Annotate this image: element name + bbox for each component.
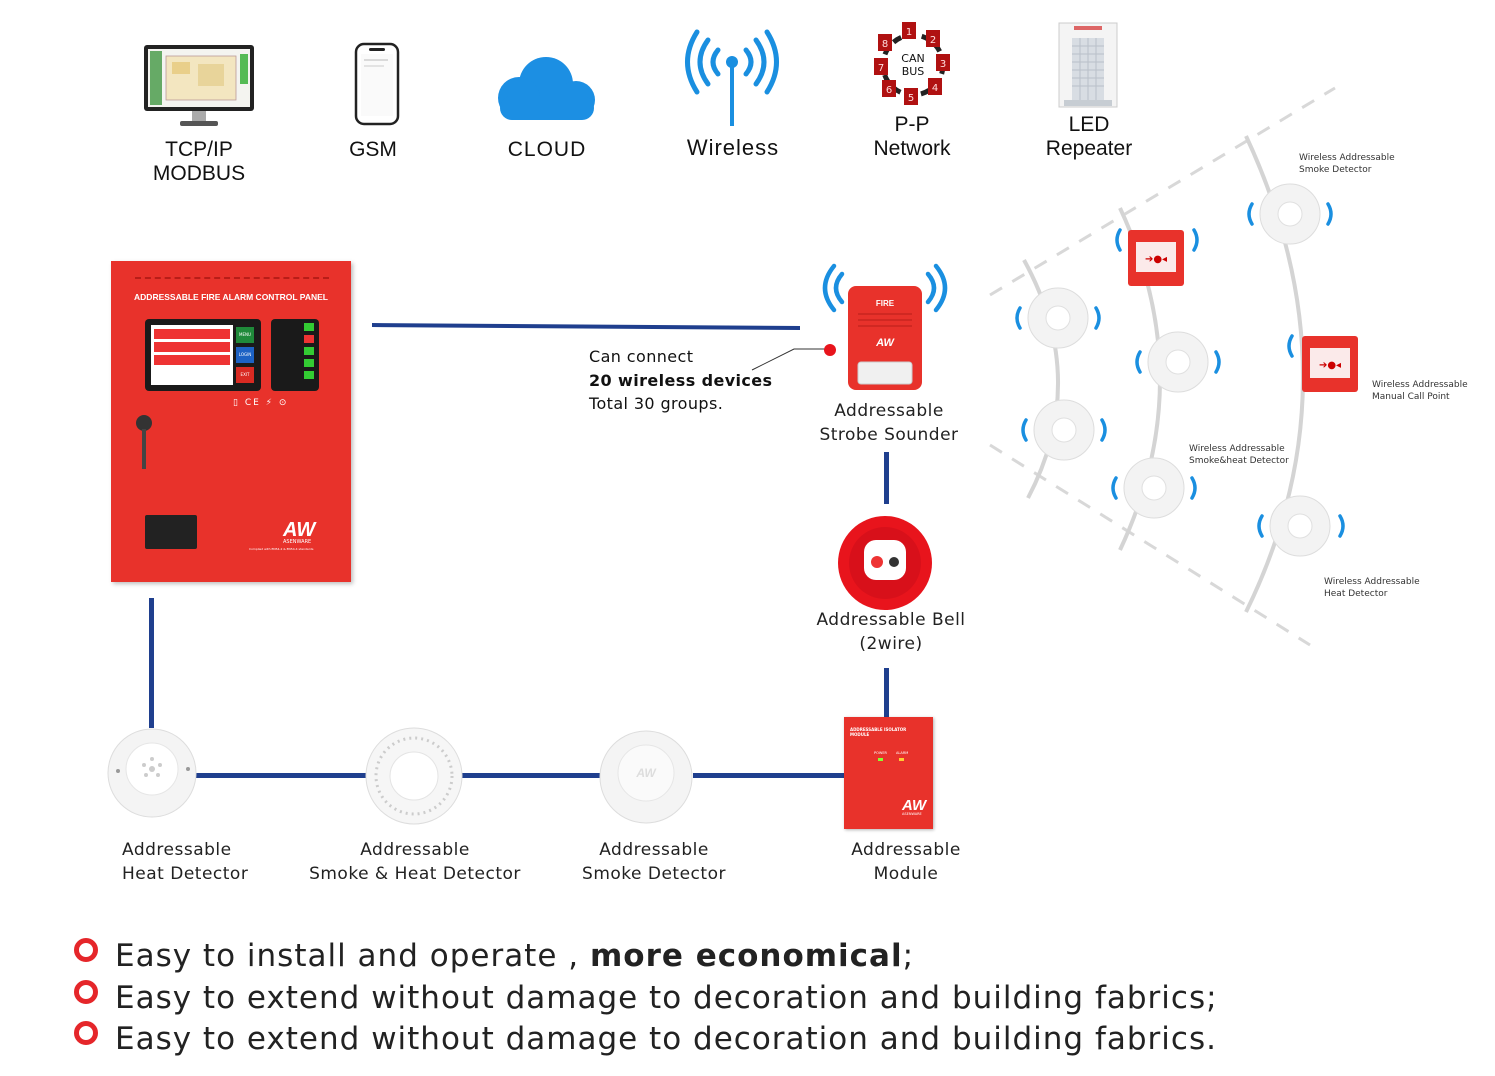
can-node-7: 7 — [878, 63, 884, 74]
svg-text:FIRE: FIRE — [876, 299, 895, 308]
cloud-icon — [498, 57, 595, 120]
bullet-ring-icon — [74, 980, 98, 1004]
svg-text:AW: AW — [635, 766, 657, 780]
heat-detector-icon — [107, 728, 197, 818]
bullet-item-3: Easy to extend without damage to decorat… — [74, 1021, 1217, 1057]
can-bus-line1: CAN — [901, 52, 924, 65]
panel-keypad — [271, 319, 319, 391]
phone-icon — [354, 42, 400, 126]
panel-loop-wire — [149, 598, 154, 728]
panel-display: MENU LOGIN EXIT — [145, 319, 261, 391]
isolator-module-icon: ADDRESSABLE ISOLATOR MODULE POWER ALARM … — [844, 717, 933, 829]
can-node-6: 6 — [886, 85, 892, 96]
gsm-label: GSM — [349, 138, 397, 161]
can-node-4: 4 — [932, 83, 938, 94]
bell-icon — [838, 516, 932, 610]
cert-marks: ▯ CE ⚡ ⊙ — [233, 398, 289, 408]
bullet-item-1: Easy to install and operate , more econo… — [74, 938, 914, 974]
can-bus-line2: BUS — [902, 65, 925, 78]
panel-title: ADDRESSABLE FIRE ALARM CONTROL PANEL — [134, 292, 328, 302]
can-bus-icon: 1 2 3 4 5 6 7 8 CAN BUS — [874, 22, 950, 105]
panel-printer — [145, 515, 197, 549]
smoke-detector-icon: AW — [599, 730, 693, 824]
wireless-capacity-callout: Can connect 20 wireless devices Total 30… — [589, 347, 773, 413]
svg-text:AW: AW — [875, 337, 895, 349]
bullet-item-2: Easy to extend without damage to decorat… — [74, 980, 1218, 1016]
wireless-link-line — [371, 323, 801, 330]
exit-button[interactable]: EXIT — [236, 367, 254, 383]
can-node-8: 8 — [882, 39, 888, 50]
smoke-heat-detector-icon — [365, 727, 463, 825]
loop-wire-3 — [693, 773, 845, 778]
panel-compliance: Complied with EN54-2 & EN54-4 standards — [249, 547, 314, 551]
wireless-device-cluster: ➔●◂ ➔●◂ — [989, 86, 1358, 647]
bell-module-wire — [884, 668, 889, 718]
svg-text:➔●◂: ➔●◂ — [1319, 360, 1341, 371]
login-button[interactable]: LOGIN — [236, 347, 254, 363]
can-node-3: 3 — [940, 59, 946, 70]
svg-text:➔●◂: ➔●◂ — [1145, 254, 1167, 265]
panel-brand: ASENWARE — [283, 539, 312, 545]
loop-wire-1 — [196, 773, 366, 778]
building-icon — [1058, 22, 1118, 108]
key-icon — [136, 415, 152, 469]
can-node-1: 1 — [906, 27, 912, 38]
bullet-ring-icon — [74, 1021, 98, 1045]
bell-label: Addressable Bell(2wire) — [816, 610, 966, 654]
can-node-2: 2 — [930, 35, 936, 46]
monitor-icon — [144, 45, 254, 126]
can-node-5: 5 — [908, 93, 914, 104]
loop-wire-2 — [462, 773, 600, 778]
fire-alarm-control-panel: ADDRESSABLE FIRE ALARM CONTROL PANEL MEN… — [111, 261, 351, 582]
wireless-label: Wireless — [686, 135, 780, 160]
sounder-bell-wire — [884, 452, 889, 504]
bullet-ring-icon — [74, 938, 98, 962]
cloud-label: CLOUD — [507, 138, 587, 161]
strobe-sounder-icon: FIRE AW — [822, 263, 948, 390]
wireless-icon — [685, 29, 779, 126]
menu-button[interactable]: MENU — [236, 327, 254, 343]
panel-logo: AW — [283, 519, 316, 541]
callout-pointer — [751, 344, 836, 371]
